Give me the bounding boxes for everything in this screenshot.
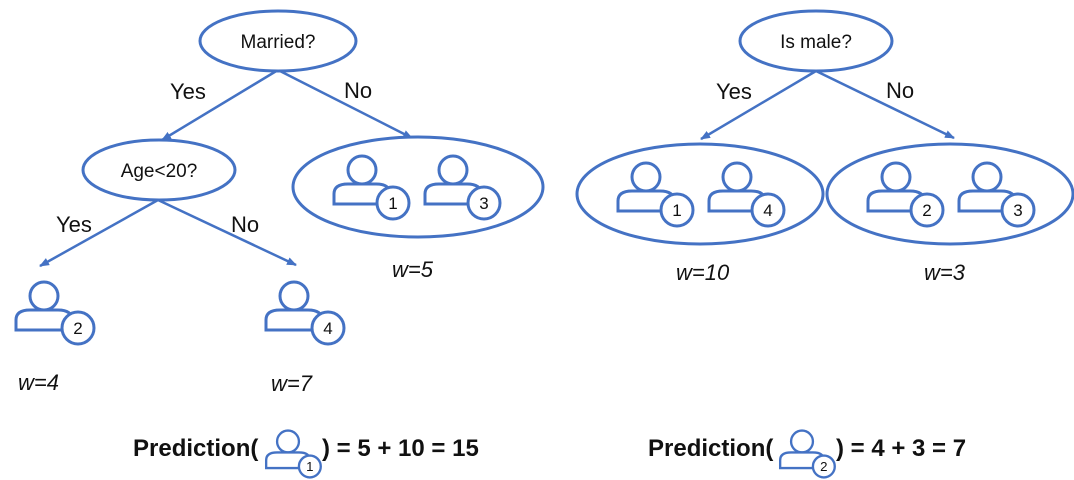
user-badge-label: 2 (820, 459, 827, 474)
edge-married-no (277, 68, 413, 140)
prediction-2-prefix: Prediction( (648, 435, 773, 462)
tree-2: Yes No Is male? 1 4 w=10 (575, 9, 1074, 285)
edge-label-male-yes: Yes (716, 79, 752, 104)
user-badge-label: 3 (479, 194, 488, 213)
user-badge-label: 1 (672, 201, 681, 220)
edge-label-age-no: No (231, 212, 259, 237)
edge-age-yes (39, 198, 159, 268)
weight-married-no: w=5 (392, 257, 434, 282)
user-badge-label: 4 (763, 201, 772, 220)
user-icon: 4 (707, 161, 786, 228)
user-badge-label: 2 (73, 319, 82, 338)
user-icon: 4 (264, 280, 346, 346)
edge-label-married-no: No (344, 78, 372, 103)
user-icon: 3 (957, 161, 1036, 228)
user-icon: 3 (423, 154, 502, 221)
node-age: Age<20? (81, 138, 237, 202)
prediction-1-prefix: Prediction( (133, 435, 258, 462)
leaf-male-no: 2 3 (825, 142, 1074, 246)
leaf-male-yes: 1 4 (575, 142, 825, 246)
prediction-2: Prediction( 2 ) = 4 + 3 = 7 (648, 429, 966, 479)
edge-male-yes (700, 69, 817, 141)
prediction-1: Prediction( 1 ) = 5 + 10 = 15 (133, 429, 479, 479)
edge-male-no (815, 69, 955, 140)
node-is-male: Is male? (738, 9, 894, 73)
edge-label-male-no: No (886, 78, 914, 103)
user-icon: 2 (14, 280, 96, 346)
user-icon: 1 (616, 161, 695, 228)
user-icon: 1 (332, 154, 411, 221)
prediction-2-suffix: ) = 4 + 3 = 7 (836, 435, 966, 462)
edge-married-yes (161, 68, 279, 142)
edge-label-married-yes: Yes (170, 79, 206, 104)
user-icon: 2 (778, 429, 836, 479)
user-badge-label: 1 (388, 194, 397, 213)
prediction-1-suffix: ) = 5 + 10 = 15 (322, 435, 479, 462)
node-married-label: Married? (241, 32, 316, 53)
weight-male-no: w=3 (924, 260, 966, 285)
user-badge-label: 4 (323, 319, 332, 338)
user-badge-label: 3 (1013, 201, 1022, 220)
tree-1: Yes No Yes No Married? Age<20? 1 3 (14, 9, 545, 396)
edge-label-age-yes: Yes (56, 212, 92, 237)
weight-age-yes: w=4 (18, 370, 59, 395)
weight-male-yes: w=10 (676, 260, 730, 285)
node-age-label: Age<20? (121, 161, 198, 182)
user-icon: 1 (264, 429, 322, 479)
user-badge-label: 2 (922, 201, 931, 220)
edge-age-no (157, 198, 297, 267)
weight-age-no: w=7 (271, 371, 313, 396)
node-is-male-label: Is male? (780, 32, 852, 53)
user-badge-label: 1 (306, 459, 313, 474)
node-married: Married? (198, 9, 358, 73)
user-icon: 2 (866, 161, 945, 228)
leaf-married-no: 1 3 (291, 135, 545, 239)
